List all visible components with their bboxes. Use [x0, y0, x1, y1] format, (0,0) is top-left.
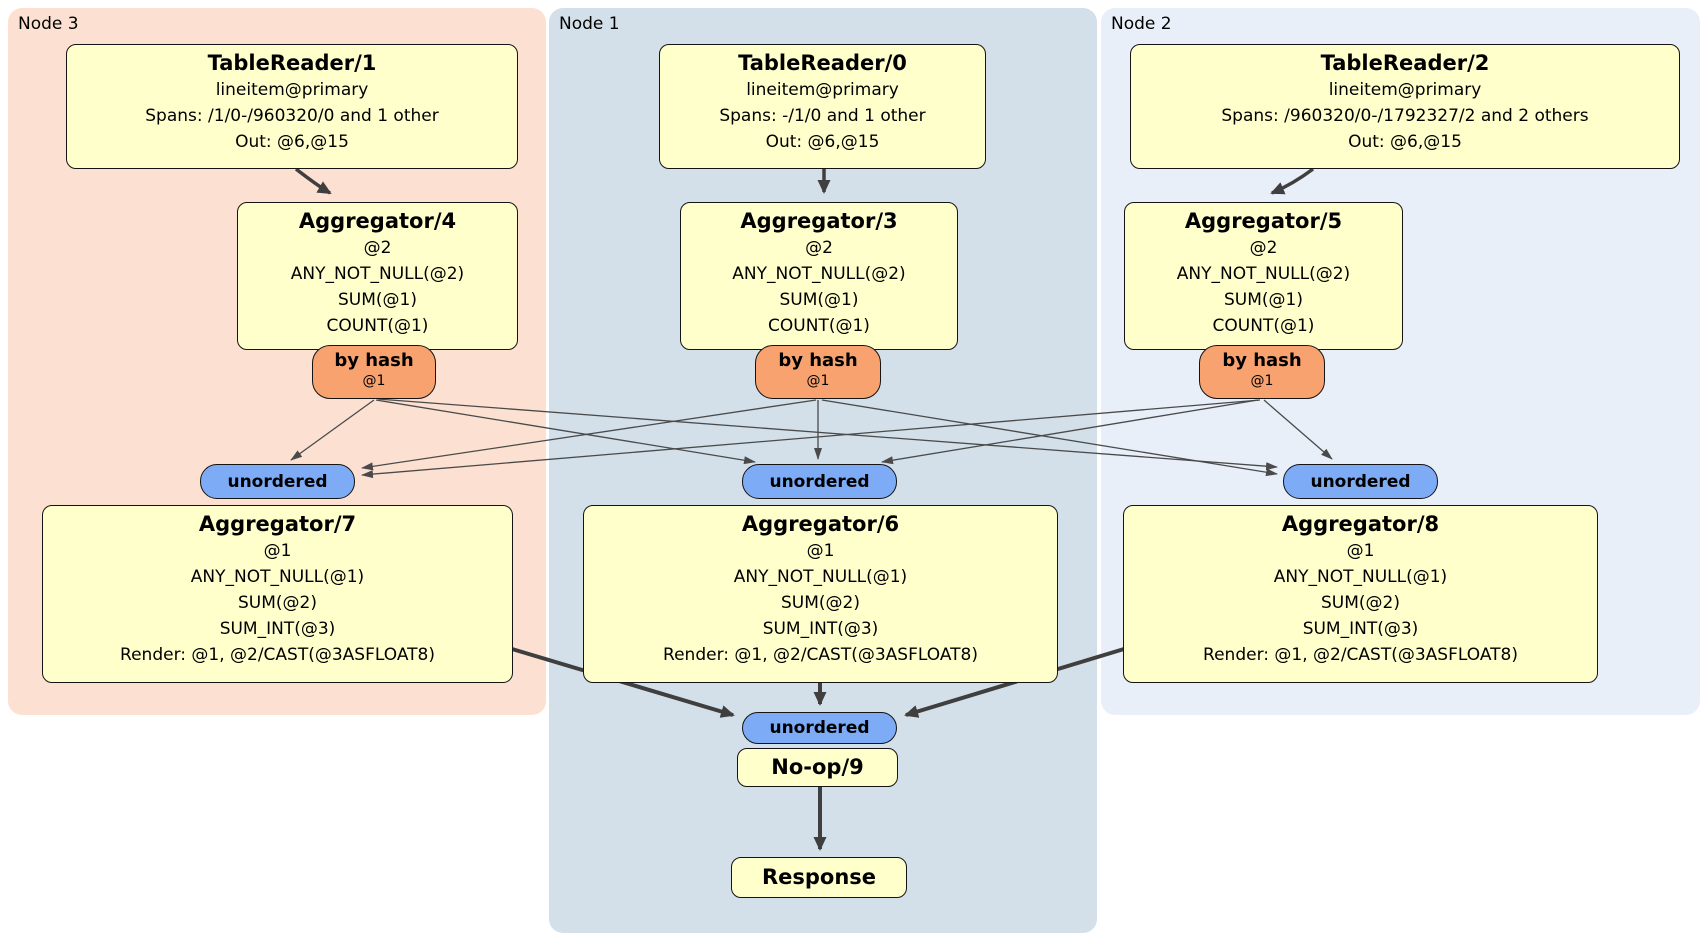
panel-label-node2: Node 2	[1111, 14, 1172, 34]
op-title: Aggregator/6	[741, 512, 900, 536]
op-render: Render: @1, @2/CAST(@3ASFLOAT8)	[1203, 645, 1518, 665]
op-title: Aggregator/8	[1281, 512, 1440, 536]
op-out: Out: @6,@15	[1348, 132, 1462, 152]
op-title: Response	[761, 865, 877, 889]
sync-unordered-node1: unordered	[742, 464, 897, 499]
op-fn: SUM_INT(@3)	[219, 619, 336, 639]
router-key: @1	[362, 373, 386, 389]
op-fn: SUM(@2)	[1321, 593, 1400, 613]
op-fn: ANY_NOT_NULL(@1)	[1273, 567, 1448, 587]
op-spans: Spans: /960320/0-/1792327/2 and 2 others	[1221, 106, 1589, 126]
op-spans: Spans: -/1/0 and 1 other	[719, 106, 926, 126]
router-label: by hash	[778, 350, 858, 371]
op-fn: COUNT(@1)	[768, 316, 870, 336]
sync-label: unordered	[227, 471, 328, 492]
sync-unordered-node3: unordered	[200, 464, 355, 499]
aggregator-6-box: Aggregator/6 @1 ANY_NOT_NULL(@1) SUM(@2)…	[583, 505, 1058, 683]
panel-label-node1: Node 1	[559, 14, 620, 34]
router-by-hash-node2: by hash @1	[1199, 345, 1325, 399]
sync-unordered-node2: unordered	[1283, 464, 1438, 499]
router-label: by hash	[1222, 350, 1302, 371]
op-fn: ANY_NOT_NULL(@1)	[733, 567, 908, 587]
op-fn: SUM(@1)	[1224, 290, 1303, 310]
op-title: Aggregator/3	[740, 209, 898, 233]
op-fn: SUM(@2)	[238, 593, 317, 613]
op-title: Aggregator/4	[298, 209, 457, 233]
op-fn: SUM(@1)	[338, 290, 417, 310]
aggregator-7-box: Aggregator/7 @1 ANY_NOT_NULL(@1) SUM(@2)…	[42, 505, 513, 683]
router-key: @1	[806, 373, 830, 389]
aggregator-8-box: Aggregator/8 @1 ANY_NOT_NULL(@1) SUM(@2)…	[1123, 505, 1598, 683]
op-out: Out: @6,@15	[765, 132, 880, 152]
router-key: @1	[1250, 373, 1274, 389]
op-fn: SUM(@1)	[779, 290, 859, 310]
op-group: @1	[1346, 541, 1375, 561]
aggregator-3-box: Aggregator/3 @2 ANY_NOT_NULL(@2) SUM(@1)…	[680, 202, 958, 350]
op-fn: ANY_NOT_NULL(@2)	[290, 264, 465, 284]
sync-label: unordered	[769, 718, 870, 738]
tablereader-2-box: TableReader/2 lineitem@primary Spans: /9…	[1130, 44, 1680, 169]
aggregator-5-box: Aggregator/5 @2 ANY_NOT_NULL(@2) SUM(@1)…	[1124, 202, 1403, 350]
op-group: @2	[1249, 238, 1278, 258]
op-group: @1	[263, 541, 292, 561]
tablereader-0-box: TableReader/0 lineitem@primary Spans: -/…	[659, 44, 986, 169]
op-fn: COUNT(@1)	[1212, 316, 1315, 336]
op-render: Render: @1, @2/CAST(@3ASFLOAT8)	[663, 645, 978, 665]
op-title: TableReader/1	[207, 51, 377, 75]
response-box: Response	[731, 857, 907, 898]
op-index: lineitem@primary	[1328, 80, 1482, 100]
op-index: lineitem@primary	[215, 80, 369, 100]
op-fn: ANY_NOT_NULL(@1)	[190, 567, 365, 587]
sync-label: unordered	[769, 471, 870, 492]
op-title: Aggregator/7	[198, 512, 357, 536]
router-by-hash-node1: by hash @1	[755, 345, 881, 399]
hash-router-edges	[290, 398, 1333, 479]
op-group: @2	[363, 238, 392, 258]
noop-box: No-op/9	[737, 748, 898, 787]
sync-label: unordered	[1310, 471, 1411, 492]
op-fn: COUNT(@1)	[326, 316, 429, 336]
op-fn: ANY_NOT_NULL(@2)	[732, 264, 906, 284]
aggregator-4-box: Aggregator/4 @2 ANY_NOT_NULL(@2) SUM(@1)…	[237, 202, 518, 350]
op-out: Out: @6,@15	[235, 132, 349, 152]
op-fn: SUM(@2)	[781, 593, 860, 613]
op-group: @1	[806, 541, 835, 561]
sync-unordered-final: unordered	[742, 712, 897, 744]
op-spans: Spans: /1/0-/960320/0 and 1 other	[145, 106, 439, 126]
op-index: lineitem@primary	[746, 80, 899, 100]
op-fn: SUM_INT(@3)	[762, 619, 879, 639]
op-render: Render: @1, @2/CAST(@3ASFLOAT8)	[120, 645, 435, 665]
op-title: TableReader/2	[1320, 51, 1490, 75]
op-group: @2	[805, 238, 833, 258]
op-title: No-op/9	[771, 755, 864, 779]
tablereader-1-box: TableReader/1 lineitem@primary Spans: /1…	[66, 44, 518, 169]
panel-label-node3: Node 3	[18, 14, 79, 34]
op-fn: SUM_INT(@3)	[1302, 619, 1419, 639]
router-by-hash-node3: by hash @1	[312, 345, 436, 399]
router-label: by hash	[334, 350, 414, 371]
op-fn: ANY_NOT_NULL(@2)	[1176, 264, 1351, 284]
op-title: Aggregator/5	[1184, 209, 1343, 233]
op-title: TableReader/0	[738, 51, 907, 75]
